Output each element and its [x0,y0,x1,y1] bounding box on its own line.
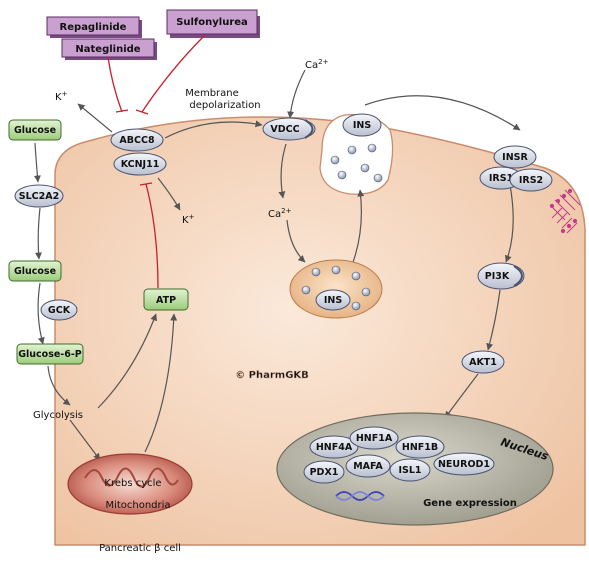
k-in-label: K+ [182,213,195,226]
membrane-depolarization-line2: depolarization [189,100,260,111]
arrow-ins-insr [364,95,521,131]
svg-text:HNF1B: HNF1B [402,442,438,453]
arrow-vdcc-ca [278,143,287,199]
svg-text:Nateglinide: Nateglinide [75,44,140,55]
svg-text:PDX1: PDX1 [310,467,339,478]
gene-expression-label: Gene expression [423,498,517,509]
svg-text:ATP: ATP [156,295,176,306]
arrow-ca-in [287,69,306,119]
svg-text:Sulfonylurea: Sulfonylurea [176,17,248,28]
node-hnf1b[interactable]: HNF1B [395,435,445,459]
svg-text:ISL1: ISL1 [398,465,421,476]
svg-text:IRS2: IRS2 [519,175,543,186]
node-pdx1[interactable]: PDX1 [303,460,345,484]
pharmgkb-watermark: © PharmGKB [235,370,309,381]
svg-text:INS: INS [353,120,371,131]
mitochondria[interactable]: Krebs cycle Mitochondria [67,453,193,515]
svg-text:Repaglinide: Repaglinide [60,22,127,33]
node-mafa[interactable]: MAFA [345,454,391,478]
insulin-vesicle[interactable] [289,259,383,319]
node-slc2a2[interactable]: SLC2A2 [14,184,64,208]
inhibit-nateglinide-abcc8 [107,56,123,113]
glycolysis-label: Glycolysis [33,410,83,421]
node-ins-secreted[interactable]: INS [342,113,382,137]
node-vdcc[interactable]: VDCC [262,117,316,141]
svg-text:VDCC: VDCC [270,124,299,135]
membrane-receptor-icon [549,188,581,234]
arrow-glucose-g6p [37,282,45,345]
node-glucose-extracellular[interactable]: Glucose [8,119,62,141]
svg-text:Glucose: Glucose [14,266,56,277]
svg-text:HNF1A: HNF1A [356,433,393,444]
svg-text:SLC2A2: SLC2A2 [19,191,59,202]
node-hnf4a[interactable]: HNF4A [309,435,359,459]
insulin-granules [330,143,383,183]
inhibit-bar-1 [115,109,129,113]
node-hnf1a[interactable]: HNF1A [349,426,399,450]
svg-text:HNF4A: HNF4A [316,442,353,453]
ca-out-label: Ca2+ [305,58,329,71]
cell-label: Pancreatic β cell [99,543,181,554]
arrow-k-out [77,103,113,133]
drug-repaglinide[interactable]: Repaglinide [46,16,142,38]
drug-sulfonylurea[interactable]: Sulfonylurea [166,9,260,38]
arrow-ca-vesicle [286,219,306,263]
node-abcc8[interactable]: ABCC8 [110,128,164,152]
arrow-glycolysis-krebs [69,419,101,461]
svg-text:Glucose-6-P: Glucose-6-P [18,349,82,360]
arrow-glycolysis-atp [97,313,157,409]
arrow-g6p-glycolysis [47,365,71,406]
svg-text:NEUROD1: NEUROD1 [438,459,490,470]
node-ins-vesicle[interactable]: INS [315,289,351,311]
node-gck[interactable]: GCK [40,299,78,321]
arrow-k-in [157,177,181,211]
arrow-depolarization [164,120,263,139]
arrow-slc2a2-glucose [34,207,42,260]
svg-text:Glucose: Glucose [14,125,56,136]
svg-text:INSR: INSR [502,152,528,163]
inhibit-bar-2 [135,109,149,115]
membrane-depolarization-line1: Membrane [185,88,239,99]
node-glucose-6-p[interactable]: Glucose-6-P [16,343,84,365]
node-pi3k[interactable]: PI3K [477,262,525,290]
svg-text:MAFA: MAFA [353,461,383,472]
arrow-glucose-slc2a2 [33,142,41,183]
svg-text:INS: INS [324,295,342,306]
drug-nateglinide[interactable]: Nateglinide [61,38,157,60]
node-atp[interactable]: ATP [143,288,189,311]
k-out-label: K+ [55,90,68,103]
arrow-krebs-atp [144,313,178,453]
krebs-cycle-label: Krebs cycle [104,478,161,489]
node-akt1[interactable]: AKT1 [461,350,505,374]
mitochondria-label: Mitochondria [105,500,170,511]
svg-text:GCK: GCK [48,305,71,316]
inhibit-atp-kcnj11 [145,183,159,289]
node-glucose-intracellular[interactable]: Glucose [8,260,62,282]
svg-text:PI3K: PI3K [485,271,510,282]
svg-text:KCNJ11: KCNJ11 [121,159,160,170]
dna-helix-icon [335,491,385,501]
arrow-vesicle-secretion [351,189,365,266]
inhibit-sulfonylurea-abcc8 [141,34,206,113]
node-neurod1[interactable]: NEUROD1 [433,452,495,476]
svg-text:IRS1: IRS1 [489,173,513,184]
arrow-pi3k-akt1 [486,289,501,351]
node-isl1[interactable]: ISL1 [389,458,431,482]
svg-text:AKT1: AKT1 [469,357,497,368]
node-insr[interactable]: INSR [493,145,537,169]
node-irs2[interactable]: IRS2 [509,168,553,192]
node-kcnj11[interactable]: KCNJ11 [113,152,167,176]
ca-in-label: Ca2+ [268,207,292,220]
svg-text:ABCC8: ABCC8 [119,135,155,146]
inhibit-bar-3 [139,182,153,186]
arrow-insr-pi3k [505,184,514,263]
